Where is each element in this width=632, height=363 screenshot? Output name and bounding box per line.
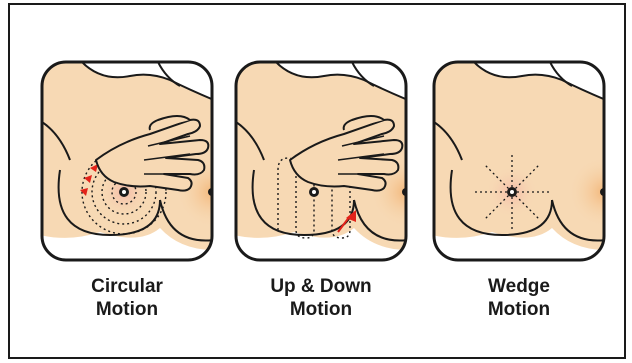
caption-line-1: Wedge: [432, 275, 606, 298]
panel-wedge-motion: [432, 60, 606, 262]
caption-line-2: Motion: [40, 298, 214, 321]
caption-line-2: Motion: [432, 298, 606, 321]
caption-circular-motion: Circular Motion: [40, 275, 214, 321]
caption-wedge-motion: Wedge Motion: [432, 275, 606, 321]
caption-line-1: Circular: [40, 275, 214, 298]
caption-up-down-motion: Up & Down Motion: [234, 275, 408, 321]
circular-motion-illustration: [40, 60, 214, 262]
panel-up-down-motion: [234, 60, 408, 262]
up-down-motion-illustration: [234, 60, 408, 262]
illustration-frame: Circular Motion: [8, 3, 626, 359]
wedge-motion-illustration: [432, 60, 606, 262]
caption-line-1: Up & Down: [234, 275, 408, 298]
caption-line-2: Motion: [234, 298, 408, 321]
panel-circular-motion: [40, 60, 214, 262]
